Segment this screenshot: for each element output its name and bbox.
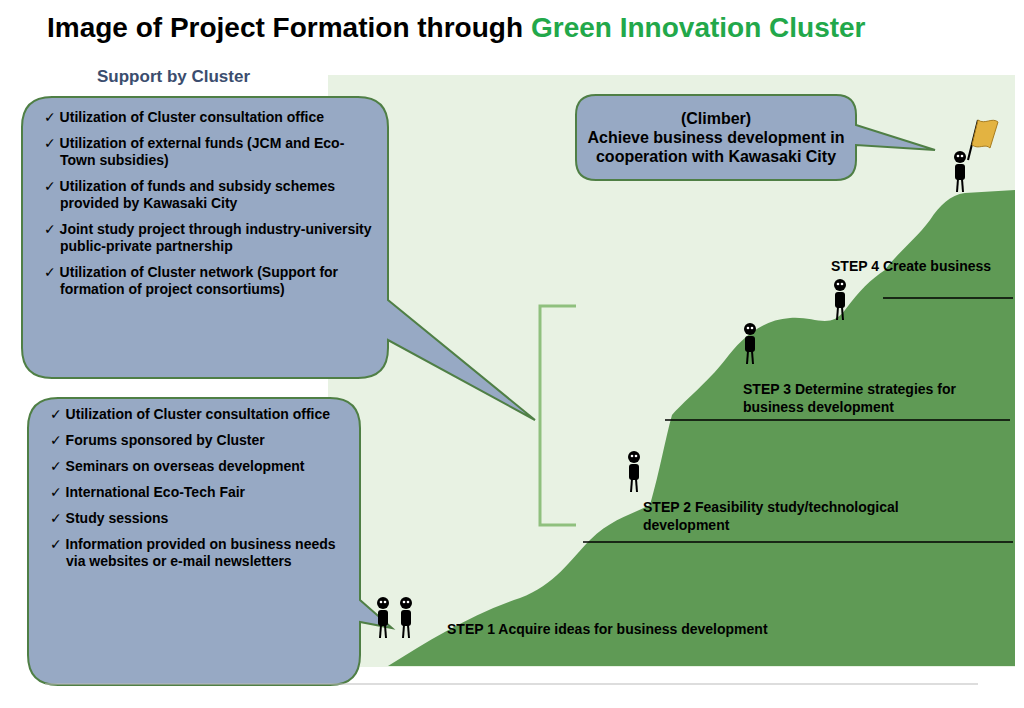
- mountain: [388, 190, 1015, 666]
- checklist-bubble: ✓ Utilization of Cluster consultation of…: [30, 103, 382, 373]
- checklist-item: ✓ Utilization of Cluster consultation of…: [50, 406, 346, 423]
- checklist-bubble: ✓ Utilization of Cluster consultation of…: [36, 402, 354, 682]
- climber-callout: (Climber)Achieve business development in…: [578, 97, 854, 178]
- checklist-item: ✓ Forums sponsored by Cluster: [50, 432, 346, 449]
- step-label: STEP 4 Create business: [831, 257, 991, 275]
- checklist-item: ✓ Utilization of Cluster consultation of…: [44, 109, 372, 126]
- checklist-item: ✓ Seminars on overseas development: [50, 458, 346, 475]
- speech-bubble: [28, 398, 392, 685]
- flag: [972, 120, 998, 148]
- title-highlight: Green Innovation Cluster: [531, 12, 866, 43]
- checklist-item: ✓ Utilization of external funds (JCM and…: [44, 135, 372, 169]
- checklist-item: ✓ Joint study project through industry-u…: [44, 221, 372, 255]
- step-label: STEP 3 Determine strategies for business…: [743, 380, 1008, 416]
- title-row: Image of Project Formation through Green …: [47, 12, 866, 44]
- callout-text: (Climber): [584, 109, 848, 128]
- background-panel: [328, 75, 1015, 667]
- section-heading: Support by Cluster: [97, 66, 250, 87]
- bracket: [540, 306, 576, 525]
- checklist-item: ✓ Utilization of funds and subsidy schem…: [44, 178, 372, 212]
- step-label: STEP 1 Acquire ideas for business develo…: [447, 620, 768, 638]
- checklist-item: ✓ Information provided on business needs…: [50, 536, 346, 570]
- title: Image of Project Formation through: [47, 12, 523, 43]
- checklist-item: ✓ Utilization of Cluster network (Suppor…: [44, 264, 372, 298]
- speech-bubble: [22, 97, 535, 420]
- checklist-item: ✓ International Eco-Tech Fair: [50, 484, 346, 501]
- callout-text: Achieve business development in cooperat…: [584, 128, 848, 166]
- checklist-item: ✓ Study sessions: [50, 510, 346, 527]
- callout-bubble: [576, 95, 935, 180]
- step-label: STEP 2 Feasibility study/technological d…: [643, 498, 973, 534]
